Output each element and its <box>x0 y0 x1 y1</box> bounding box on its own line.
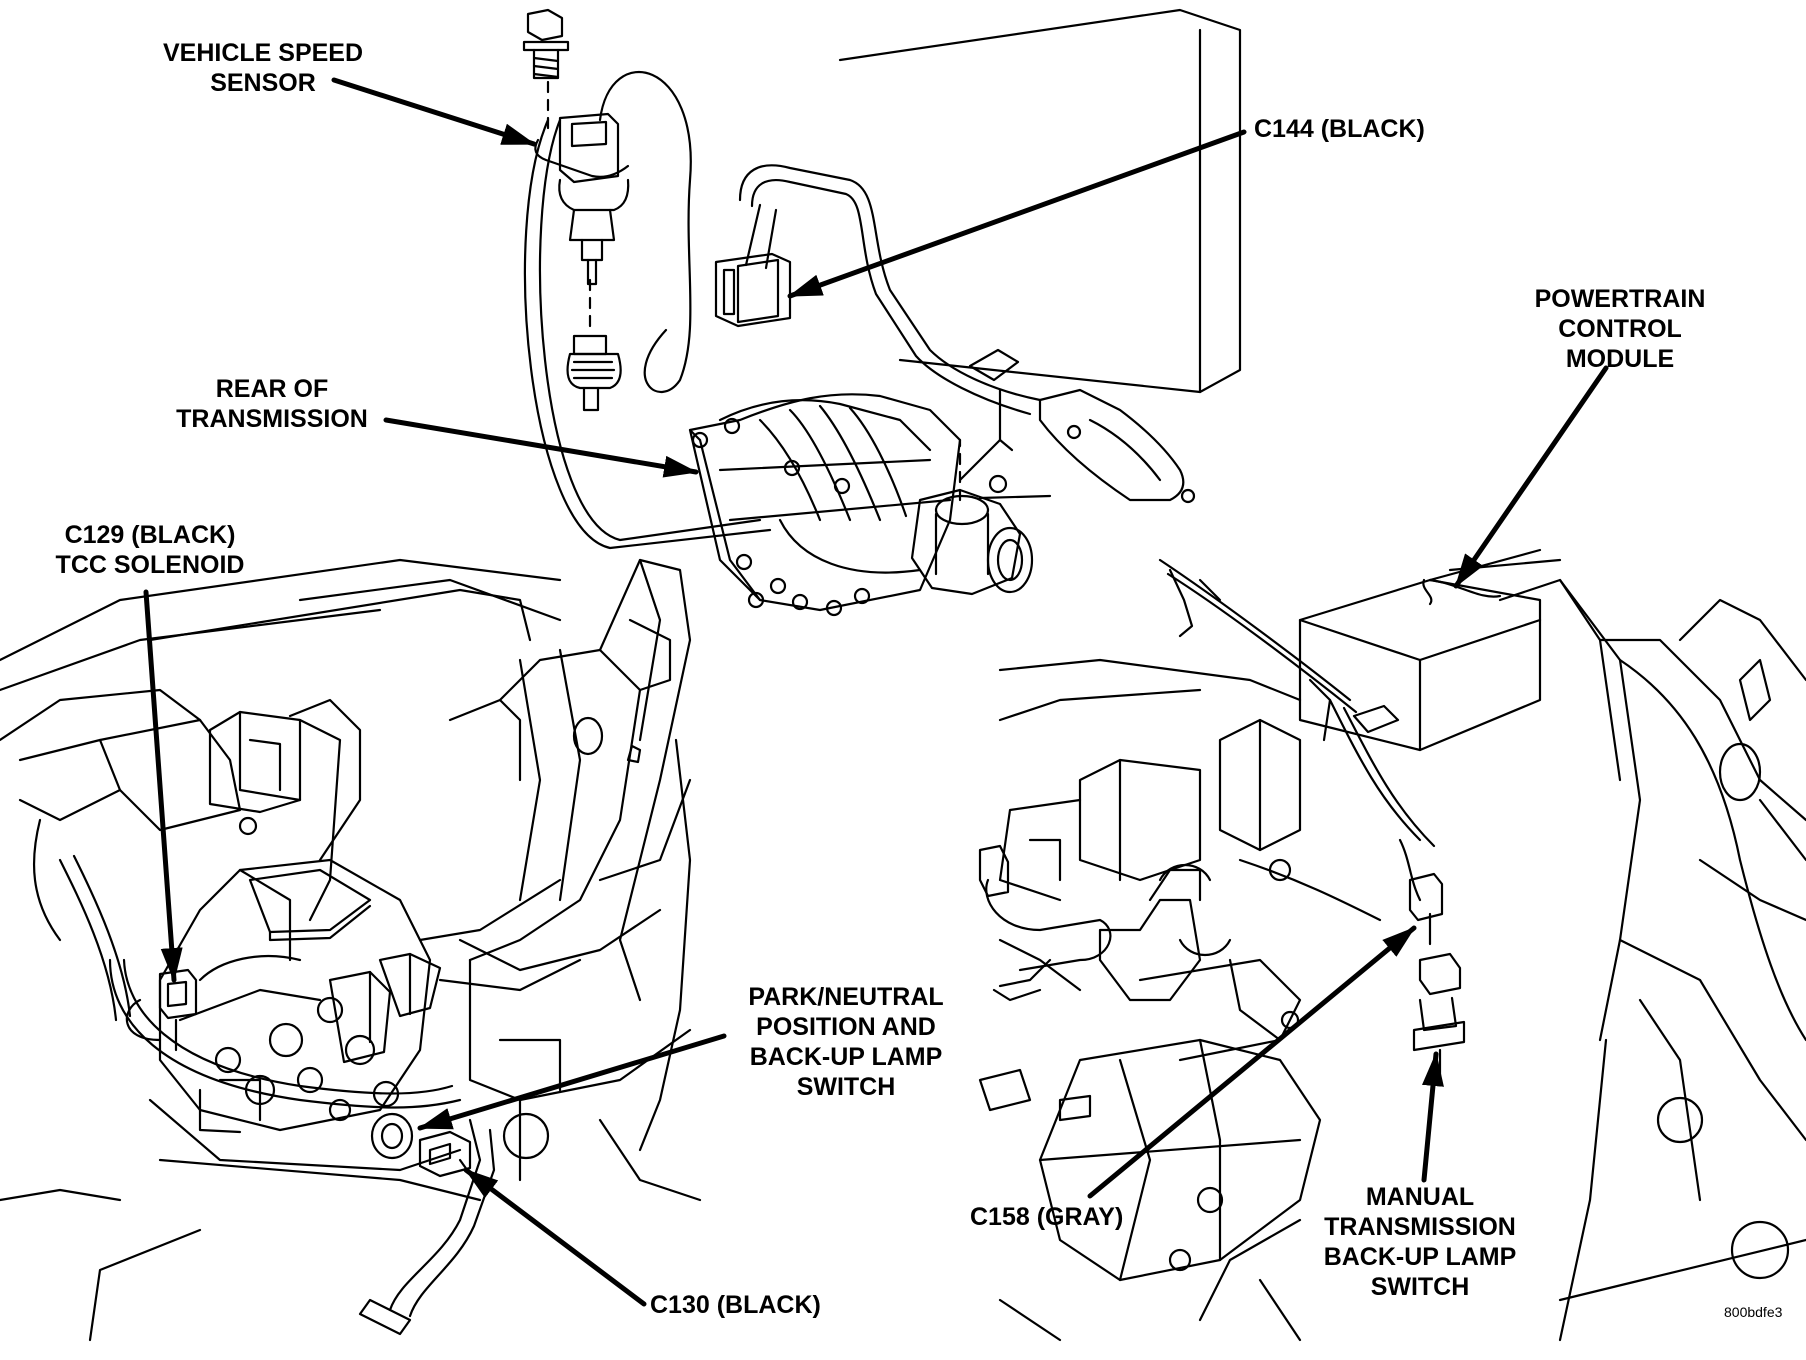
label-line: BACK-UP LAMP <box>749 1043 943 1071</box>
label-line: TRANSMISSION <box>176 405 368 433</box>
label-c158: C158 (GRAY) <box>970 1202 1170 1232</box>
leader-arrows <box>143 77 1609 1307</box>
left-engine-compartment <box>0 558 702 1342</box>
label-c130: C130 (BLACK) <box>650 1290 870 1320</box>
label-c144: C144 (BLACK) <box>1254 114 1484 144</box>
label-line: C129 (BLACK) <box>64 521 236 549</box>
label-line: PARK/NEUTRAL <box>748 983 944 1011</box>
arrow-vehicle-speed-sensor <box>331 77 537 147</box>
label-line: C130 (BLACK) <box>650 1291 821 1319</box>
label-line: TRANSMISSION <box>1324 1213 1516 1241</box>
label-line: C158 (GRAY) <box>970 1203 1124 1231</box>
right-engine-compartment <box>978 548 1806 1342</box>
label-line: SWITCH <box>796 1073 896 1101</box>
figure-code: 800bdfe3 <box>1724 1304 1783 1320</box>
arrow-pcm <box>1453 365 1609 589</box>
label-line: SWITCH <box>1370 1273 1470 1301</box>
label-powertrain-control-module: POWERTRAIN CONTROL MODULE <box>1510 284 1730 374</box>
arrow-park-neutral <box>417 1033 727 1131</box>
arrow-rear-transmission <box>383 417 699 478</box>
label-line: BACK-UP LAMP <box>1323 1243 1517 1271</box>
label-vehicle-speed-sensor: VEHICLE SPEED SENSOR <box>152 38 374 98</box>
label-line: REAR OF <box>215 375 329 403</box>
label-c129-tcc-solenoid: C129 (BLACK) TCC SOLENOID <box>40 520 260 580</box>
label-park-neutral-switch: PARK/NEUTRAL POSITION AND BACK-UP LAMP S… <box>726 982 966 1102</box>
arrow-c129 <box>143 589 183 983</box>
arrow-c130 <box>463 1167 647 1307</box>
label-line: TCC SOLENOID <box>55 551 245 579</box>
arrow-c158 <box>1087 925 1417 1199</box>
label-line: SENSOR <box>210 69 316 97</box>
speed-sensor-assembly <box>522 8 772 550</box>
arrow-manual-switch <box>1421 1051 1444 1183</box>
label-line: POWERTRAIN <box>1534 285 1706 313</box>
label-line: MODULE <box>1565 345 1675 373</box>
label-line: C144 (BLACK) <box>1254 115 1425 143</box>
label-manual-transmission-switch: MANUAL TRANSMISSION BACK-UP LAMP SWITCH <box>1300 1182 1540 1302</box>
label-line: VEHICLE SPEED <box>162 39 364 67</box>
transmission-rear-housing <box>688 393 1052 617</box>
label-rear-of-transmission: REAR OF TRANSMISSION <box>162 374 382 434</box>
label-line: CONTROL <box>1558 315 1682 343</box>
label-line: POSITION AND <box>756 1013 936 1041</box>
arrow-c144 <box>787 129 1247 299</box>
c144-connector-harness <box>714 8 1242 504</box>
label-line: MANUAL <box>1365 1183 1475 1211</box>
